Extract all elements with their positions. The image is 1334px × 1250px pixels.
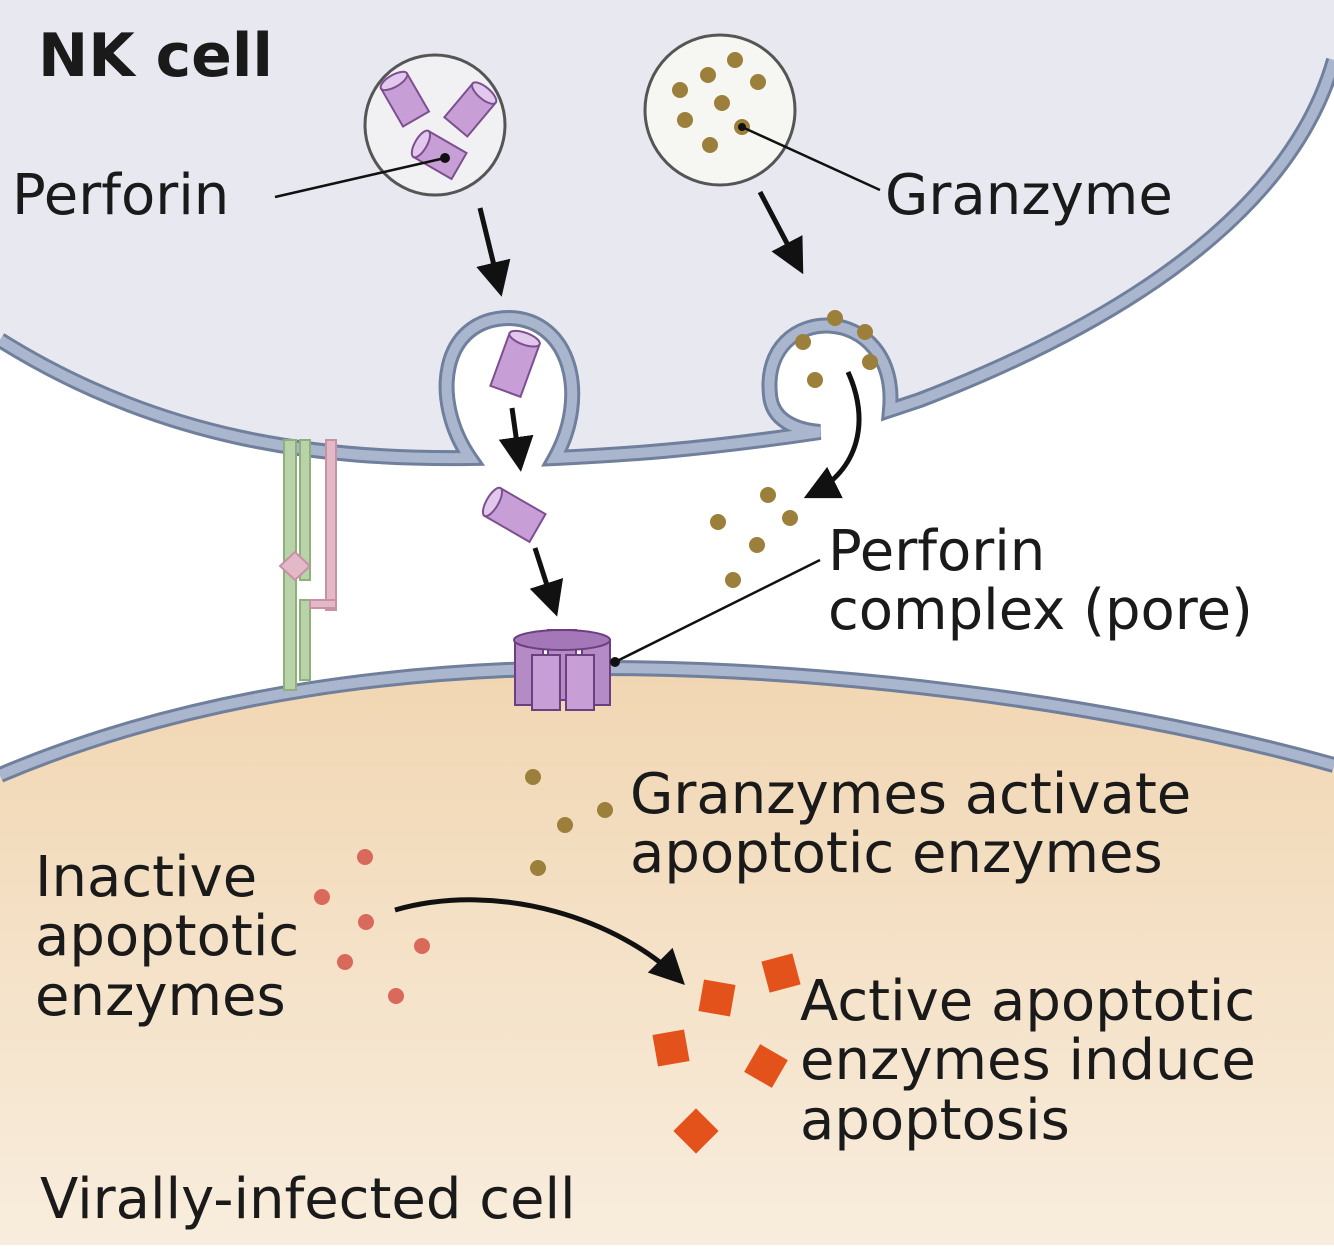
granzyme-released (710, 487, 798, 588)
granzymes-activate-label: Granzymes activate apoptotic enzymes (630, 765, 1191, 884)
inactive-enzymes-line-2: apoptotic (35, 904, 300, 970)
active-enzymes-line-1: Active apoptotic (800, 969, 1256, 1034)
inactive-enzymes-dots (314, 849, 430, 1004)
perforin-in-pocket (489, 329, 541, 399)
granzyme-in-pocket (795, 310, 878, 388)
arrow-activation (394, 897, 685, 985)
arrow-perforin-release (498, 407, 534, 472)
perforin-complex-label: Perforin complex (pore) (828, 522, 1253, 641)
active-enzymes-line-3: apoptosis (800, 1087, 1070, 1153)
inactive-enzymes-line-3: enzymes (35, 963, 286, 1029)
inactive-enzymes-label: Inactive apoptotic enzymes (35, 848, 299, 1026)
perforin-label: Perforin (12, 163, 230, 228)
receptor-icon (278, 439, 337, 691)
granzymes-activate-line-1: Granzymes activate (630, 762, 1192, 827)
nk-cell-label: NK cell (38, 21, 273, 91)
perforin-released (481, 486, 547, 544)
granzyme-vesicle-icon (643, 33, 881, 192)
perforin-complex-line-2: complex (pore) (828, 578, 1253, 644)
granzymes-activate-line-2: apoptotic enzymes (630, 821, 1163, 887)
perforin-vesicle-icon (274, 53, 507, 199)
active-enzymes-line-2: enzymes induce (800, 1028, 1256, 1094)
nk-cell-body (0, 0, 1334, 459)
granzyme-label: Granzyme (885, 163, 1173, 228)
granzyme-in-target (525, 769, 613, 876)
arrow-perforin-down (476, 207, 511, 297)
arrow-granzyme-down (757, 190, 804, 275)
arrow-perforin-to-pore (529, 547, 564, 617)
arrow-granzyme-release (803, 370, 862, 499)
perforin-complex-line-1: Perforin (828, 519, 1046, 584)
target-membrane-inner (0, 662, 1334, 780)
infected-cell-label: Virally-infected cell (40, 1167, 576, 1232)
perforin-pore-icon (513, 558, 821, 711)
inactive-enzymes-line-1: Inactive (35, 845, 258, 910)
nk-membrane-inner (0, 58, 1334, 464)
active-enzymes-squares (652, 953, 801, 1154)
active-enzymes-label: Active apoptotic enzymes induce apoptosi… (800, 972, 1256, 1150)
